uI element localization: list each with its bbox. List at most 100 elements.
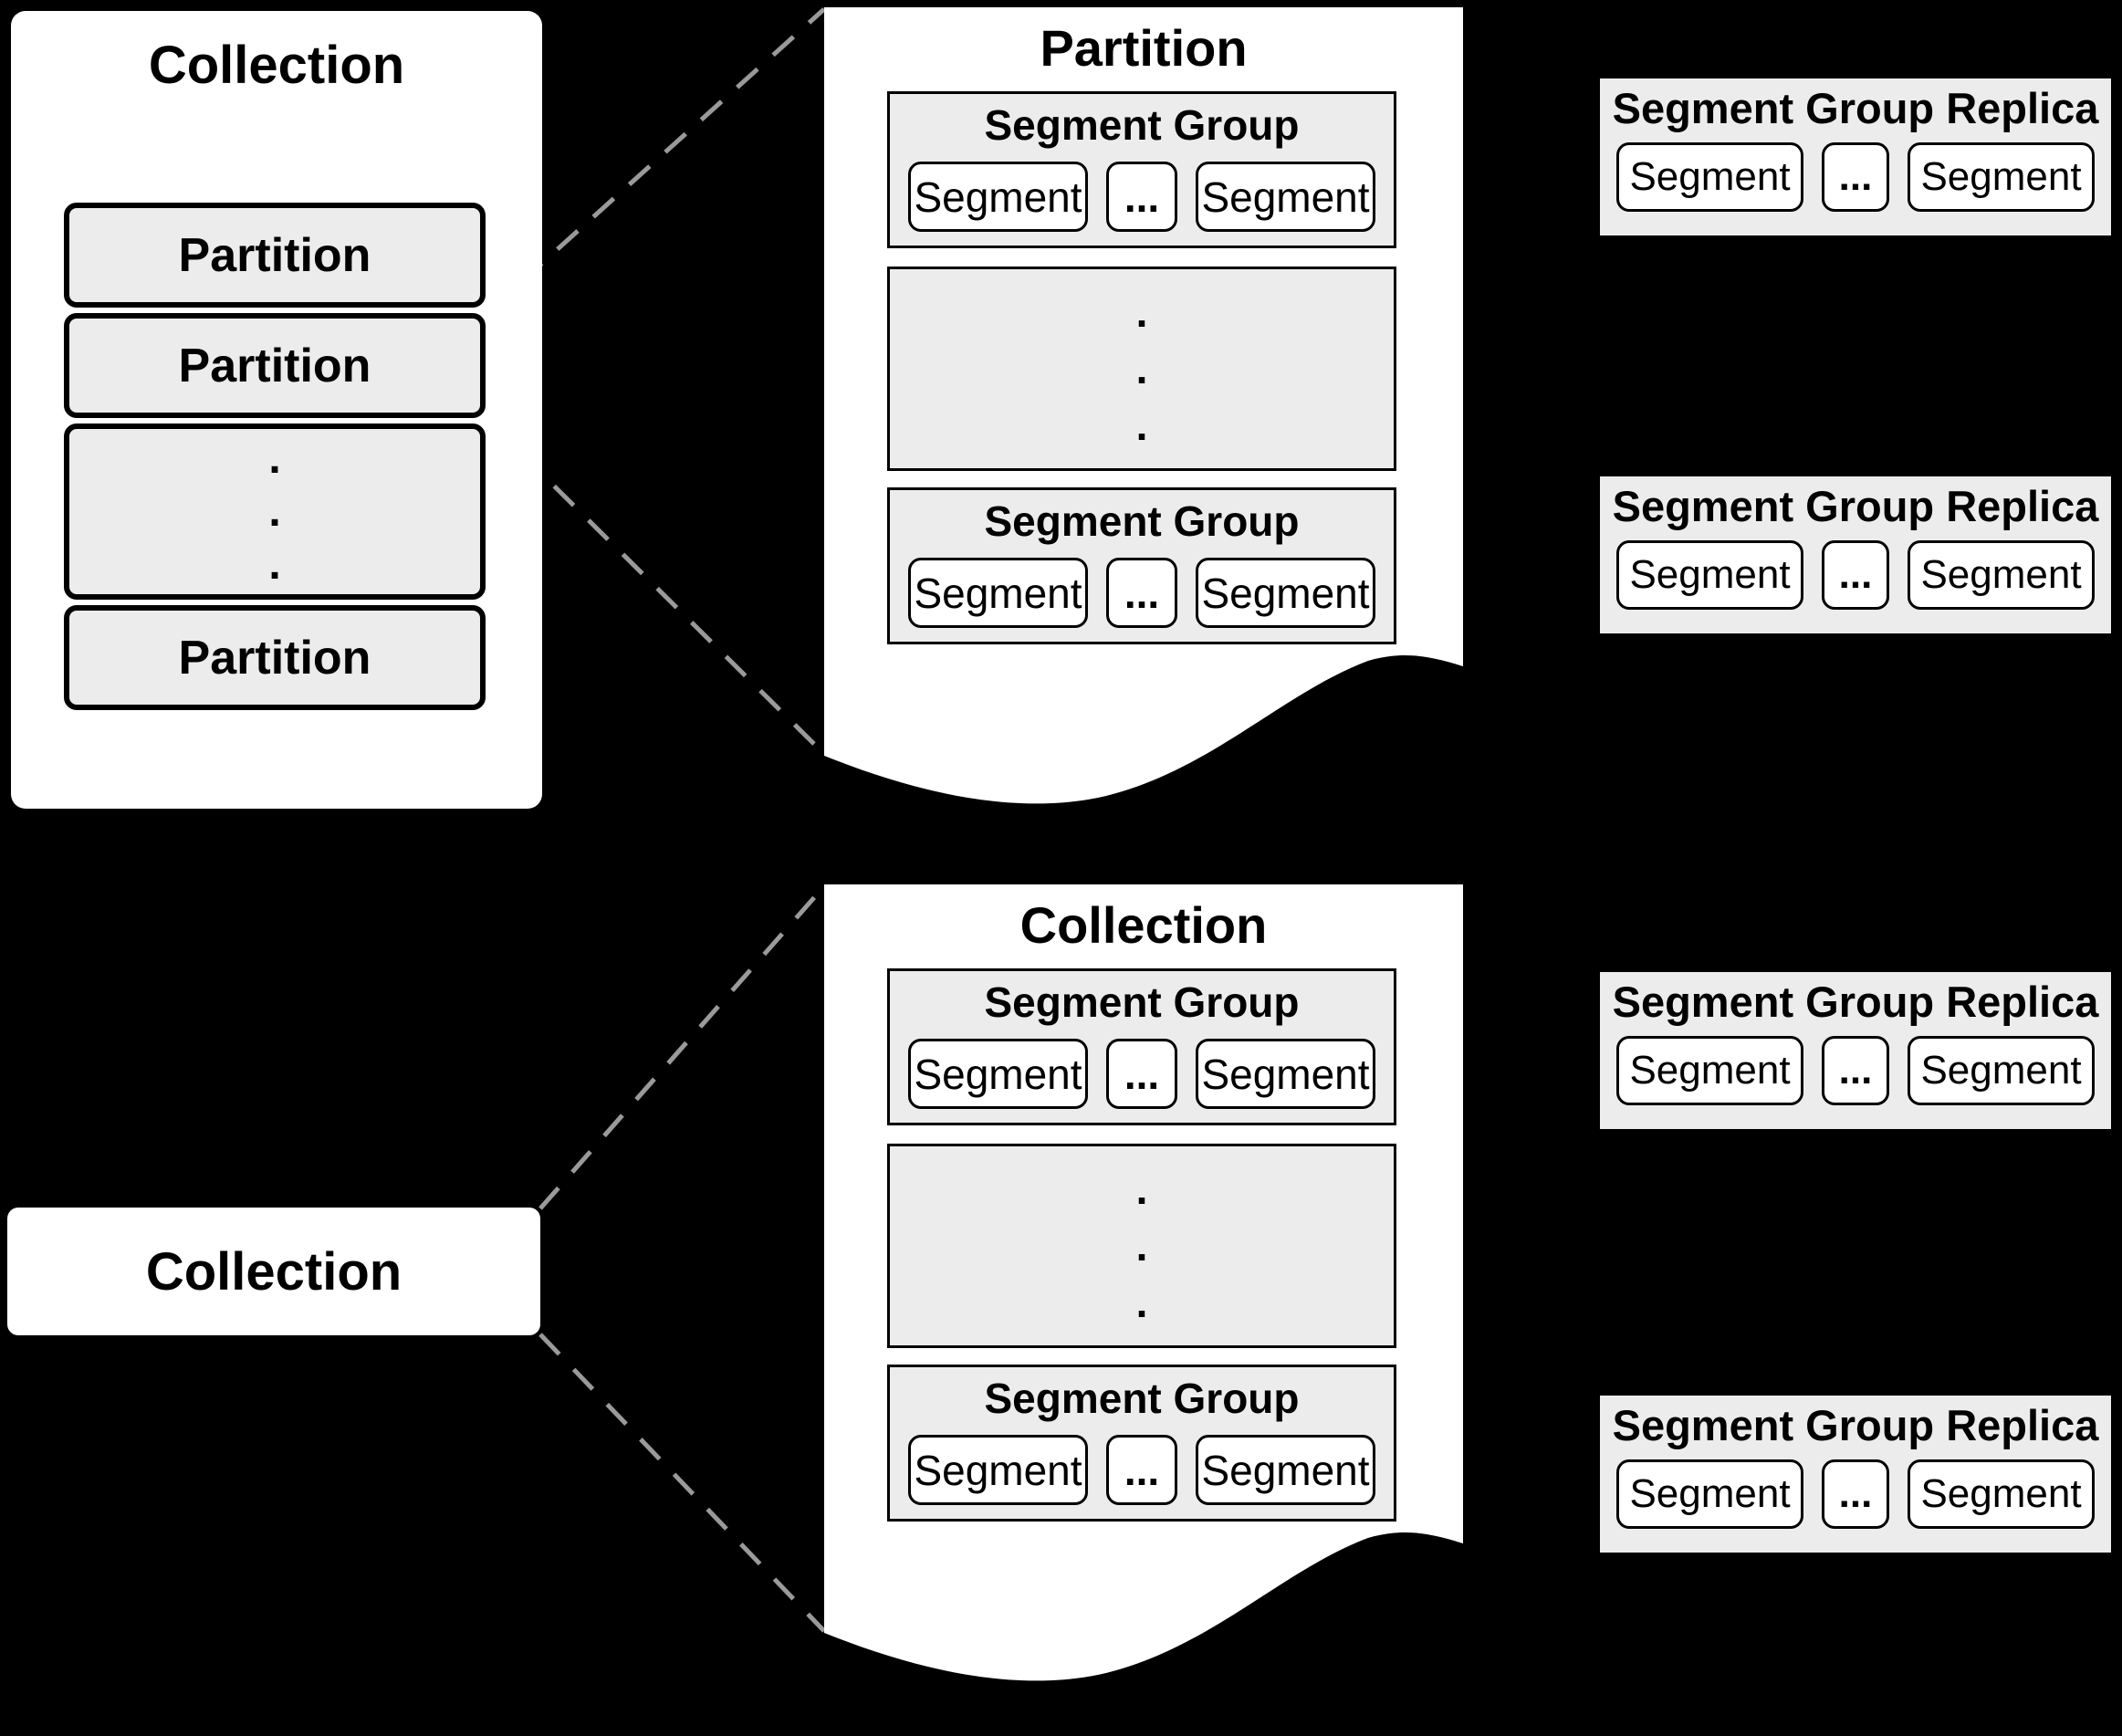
segment-box: Segment (1616, 1036, 1803, 1105)
segment-box: Segment (908, 1039, 1088, 1109)
vertical-ellipsis-dot: . (268, 539, 281, 589)
panel-title: Collection (148, 36, 405, 95)
segment-group-box: Segment Group Segment ... Segment (887, 487, 1396, 644)
horizontal-ellipsis-box: ... (1106, 1039, 1177, 1109)
segment-row: Segment ... Segment (908, 1435, 1375, 1505)
segment-group-box: Segment Group Segment ... Segment (887, 91, 1396, 248)
horizontal-ellipsis-box: ... (1106, 162, 1177, 232)
segment-label: Segment (1920, 1471, 2082, 1516)
segment-box: Segment (1616, 1459, 1803, 1529)
segment-group-replica-box: Segment Group Replica Segment ... Segmen… (1600, 972, 2111, 1129)
replica-title: Segment Group Replica (1612, 482, 2099, 530)
segment-box: Segment (1908, 1459, 2095, 1529)
segment-label: Segment (1201, 1446, 1370, 1494)
segment-box: Segment (1616, 142, 1803, 212)
partition-box: Partition (64, 203, 486, 308)
segment-group-replica-box: Segment Group Replica Segment ... Segmen… (1600, 476, 2111, 633)
vertical-ellipsis-dot: . (1135, 1279, 1148, 1326)
vertical-ellipsis-dot: . (1135, 1166, 1148, 1213)
segment-label: Segment (1201, 173, 1370, 221)
segment-label: Segment (1920, 154, 2082, 199)
horizontal-ellipsis-box: ... (1106, 1435, 1177, 1505)
collection-overview-panel: Collection Partition Partition . . . Par… (11, 11, 542, 809)
dashed-connector-line (538, 1333, 826, 1633)
segment-box: Segment (1196, 162, 1375, 232)
segment-row: Segment ... Segment (908, 162, 1375, 232)
ellipsis-label: ... (1838, 1048, 1873, 1093)
vertical-ellipsis-dot: . (1135, 1222, 1148, 1270)
segment-group-title: Segment Group (984, 1375, 1300, 1422)
segment-label: Segment (1920, 552, 2082, 597)
ellipsis-label: ... (1838, 154, 1873, 199)
ellipsis-label: ... (1124, 173, 1160, 221)
dashed-connector-line (538, 884, 826, 1210)
horizontal-ellipsis-box: ... (1822, 142, 1889, 212)
segment-group-title: Segment Group (984, 978, 1300, 1026)
vertical-ellipsis-dot: . (268, 486, 281, 536)
vertical-ellipsis-box: . . . (887, 267, 1396, 471)
ellipsis-label: ... (1124, 1446, 1160, 1494)
partition-box: Partition (64, 605, 486, 710)
horizontal-ellipsis-box: ... (1106, 558, 1177, 628)
segment-label: Segment (1629, 1471, 1791, 1516)
panel-title: Collection (1019, 896, 1268, 954)
horizontal-ellipsis-box: ... (1822, 1036, 1889, 1105)
panel-title: Partition (1040, 19, 1248, 77)
segment-box: Segment (1908, 540, 2095, 610)
partition-box: Partition (64, 313, 486, 418)
partition-detail-panel: Partition Segment Group Segment ... Segm… (824, 7, 1463, 838)
vertical-ellipsis-dot: . (1135, 402, 1148, 449)
ellipsis-label: ... (1838, 1471, 1873, 1516)
segment-box: Segment (1908, 142, 2095, 212)
segment-group-box: Segment Group Segment ... Segment (887, 1365, 1396, 1522)
segment-box: Segment (1196, 558, 1375, 628)
segment-box: Segment (1908, 1036, 2095, 1105)
horizontal-ellipsis-box: ... (1822, 540, 1889, 610)
collection-detail-panel: Collection Segment Group Segment ... Seg… (824, 884, 1463, 1715)
segment-box: Segment (908, 558, 1088, 628)
vertical-ellipsis-dot: . (268, 434, 281, 483)
segment-label: Segment (1629, 552, 1791, 597)
segment-box: Segment (908, 1435, 1088, 1505)
dashed-connector-line (484, 416, 826, 756)
segment-group-replica-box: Segment Group Replica Segment ... Segmen… (1600, 78, 2111, 235)
segment-group-box: Segment Group Segment ... Segment (887, 968, 1396, 1125)
segment-label: Segment (914, 1446, 1082, 1494)
collection-label: Collection (145, 1241, 402, 1302)
partition-label: Partition (178, 631, 371, 685)
segment-group-replica-box: Segment Group Replica Segment ... Segmen… (1600, 1396, 2111, 1553)
replica-title: Segment Group Replica (1612, 978, 2099, 1026)
segment-box: Segment (1196, 1435, 1375, 1505)
segment-row: Segment ... Segment (1616, 142, 2095, 212)
segment-row: Segment ... Segment (1616, 1459, 2095, 1529)
horizontal-ellipsis-box: ... (1822, 1459, 1889, 1529)
replica-title: Segment Group Replica (1612, 1401, 2099, 1449)
segment-row: Segment ... Segment (1616, 540, 2095, 610)
segment-box: Segment (908, 162, 1088, 232)
segment-label: Segment (914, 173, 1082, 221)
ellipsis-label: ... (1838, 552, 1873, 597)
collection-box: Collection (7, 1208, 540, 1335)
segment-row: Segment ... Segment (908, 558, 1375, 628)
vertical-ellipsis-dot: . (1135, 288, 1148, 336)
segment-label: Segment (1201, 1050, 1370, 1098)
replica-title: Segment Group Replica (1612, 84, 2099, 132)
partition-label: Partition (178, 339, 371, 392)
vertical-ellipsis-box: . . . (887, 1144, 1396, 1348)
segment-group-title: Segment Group (984, 101, 1300, 149)
segment-label: Segment (1629, 1048, 1791, 1093)
segment-label: Segment (1629, 154, 1791, 199)
segment-label: Segment (914, 569, 1082, 617)
segment-label: Segment (914, 1050, 1082, 1098)
segment-label: Segment (1920, 1048, 2082, 1093)
ellipsis-label: ... (1124, 1050, 1160, 1098)
segment-box: Segment (1196, 1039, 1375, 1109)
partition-label: Partition (178, 228, 371, 282)
vertical-ellipsis-dot: . (1135, 345, 1148, 392)
ellipsis-label: ... (1124, 569, 1160, 617)
vertical-ellipsis-box: . . . (64, 424, 486, 600)
segment-row: Segment ... Segment (1616, 1036, 2095, 1105)
segment-group-title: Segment Group (984, 497, 1300, 545)
